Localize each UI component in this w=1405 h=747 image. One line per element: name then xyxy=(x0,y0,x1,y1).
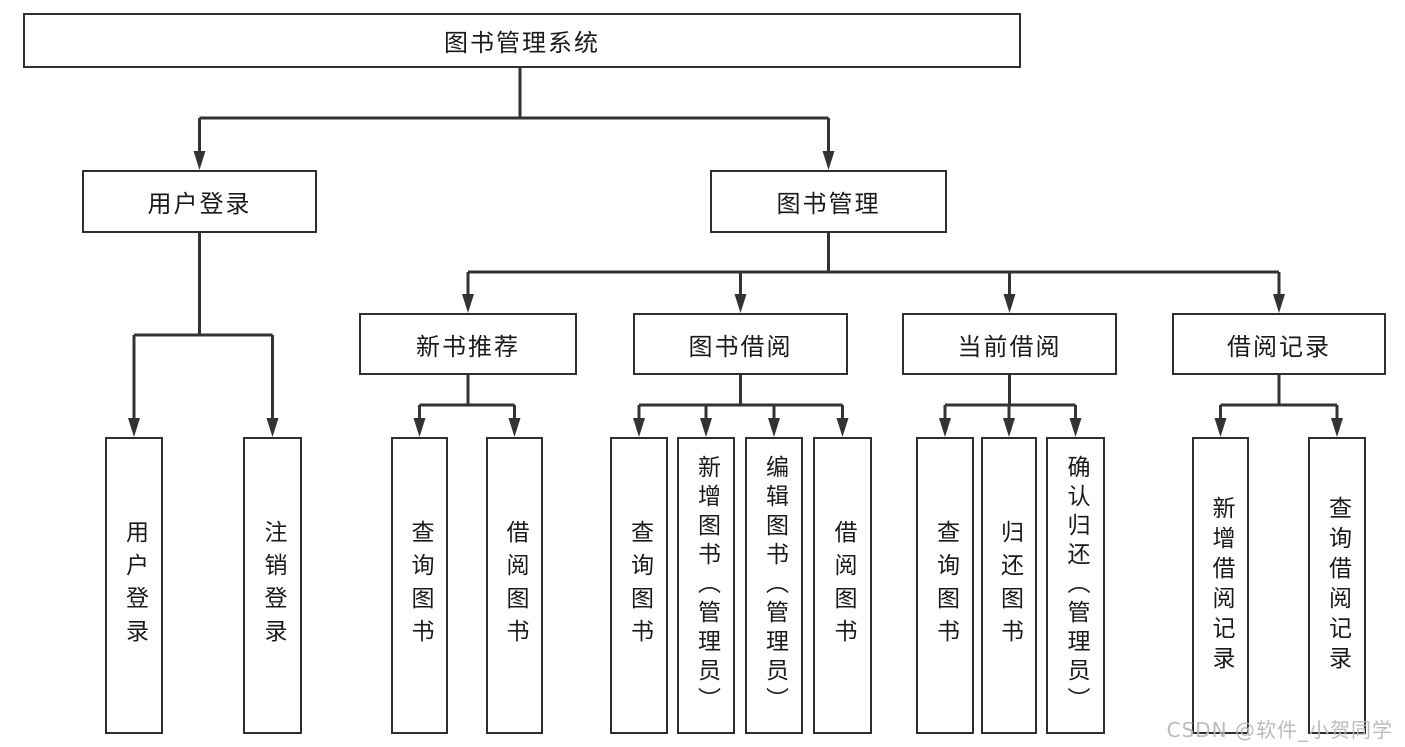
leaf-logout: 注销登录 xyxy=(243,437,302,734)
arrow-down-icon xyxy=(700,418,712,437)
leaf-add-books-admin: 新增图书（管理员） xyxy=(677,437,735,734)
csdn-watermark: CSDN @软件_小贺同学 xyxy=(1166,718,1393,742)
leaf-add-books-admin-label: 新增图书（管理员） xyxy=(693,455,720,716)
leaf-return-books-label: 归还图书 xyxy=(996,519,1023,652)
node-current-borrowing: 当前借阅 xyxy=(902,313,1117,375)
node-current-borrowing-label: 当前借阅 xyxy=(957,332,1062,361)
node-user-login: 用户登录 xyxy=(82,170,317,233)
node-book-borrowing-label: 图书借阅 xyxy=(688,332,793,361)
leaf-user-login: 用户登录 xyxy=(105,437,163,734)
arrow-down-icon xyxy=(413,418,426,437)
arrow-down-icon xyxy=(266,418,279,437)
node-book-management-label: 图书管理 xyxy=(776,190,881,218)
leaf-borrowing-borrow-books-label: 借阅图书 xyxy=(830,519,856,652)
leaf-query-borrow-record-label: 查询借阅记录 xyxy=(1324,495,1351,676)
leaf-newbooks-borrow-books: 借阅图书 xyxy=(486,437,543,734)
arrow-down-icon xyxy=(128,418,140,437)
node-new-book-recommend: 新书推荐 xyxy=(359,313,577,375)
leaf-user-login-label: 用户登录 xyxy=(121,519,148,652)
node-book-borrowing: 图书借阅 xyxy=(633,313,848,375)
node-root-label: 图书管理系统 xyxy=(444,29,600,57)
arrow-down-icon xyxy=(1069,418,1082,437)
leaf-newbooks-borrow-books-label: 借阅图书 xyxy=(502,519,528,652)
arrow-down-icon xyxy=(1003,294,1016,313)
node-borrowing-records-label: 借阅记录 xyxy=(1227,332,1331,361)
leaf-confirm-return-admin: 确认归还（管理员） xyxy=(1046,437,1105,734)
leaf-current-query-books: 查询图书 xyxy=(916,437,974,734)
leaf-newbooks-query-books: 查询图书 xyxy=(391,437,448,734)
leaf-edit-books-admin-label: 编辑图书（管理员） xyxy=(761,455,788,716)
arrow-down-icon xyxy=(1003,418,1015,437)
arrow-down-icon xyxy=(193,151,206,170)
arrow-down-icon xyxy=(508,418,521,437)
leaf-borrowing-query-books-label: 查询图书 xyxy=(626,519,653,652)
arrow-down-icon xyxy=(1331,418,1343,437)
node-borrowing-records: 借阅记录 xyxy=(1172,313,1386,375)
leaf-current-query-books-label: 查询图书 xyxy=(932,519,959,652)
leaf-edit-books-admin: 编辑图书（管理员） xyxy=(745,437,803,734)
node-user-login-label: 用户登录 xyxy=(147,190,252,218)
leaf-confirm-return-admin-label: 确认归还（管理员） xyxy=(1063,455,1089,716)
leaf-borrowing-borrow-books: 借阅图书 xyxy=(813,437,872,734)
arrow-down-icon xyxy=(462,294,474,313)
leaf-query-borrow-record: 查询借阅记录 xyxy=(1308,437,1366,734)
leaf-add-borrow-record: 新增借阅记录 xyxy=(1192,437,1249,734)
leaf-newbooks-query-books-label: 查询图书 xyxy=(407,519,433,652)
arrow-down-icon xyxy=(768,418,780,437)
arrow-down-icon xyxy=(822,151,835,170)
node-root: 图书管理系统 xyxy=(23,13,1021,68)
arrow-down-icon xyxy=(633,418,645,437)
arrow-down-icon xyxy=(1214,418,1227,437)
arrow-down-icon xyxy=(734,294,747,313)
node-new-book-recommend-label: 新书推荐 xyxy=(416,332,520,361)
arrow-down-icon xyxy=(939,418,951,437)
leaf-return-books: 归还图书 xyxy=(981,437,1037,734)
node-book-management: 图书管理 xyxy=(710,170,947,233)
leaf-borrowing-query-books: 查询图书 xyxy=(610,437,668,734)
arrow-down-icon xyxy=(836,418,849,437)
leaf-logout-label: 注销登录 xyxy=(260,519,286,652)
arrow-down-icon xyxy=(1273,294,1285,313)
leaf-add-borrow-record-label: 新增借阅记录 xyxy=(1208,495,1234,676)
